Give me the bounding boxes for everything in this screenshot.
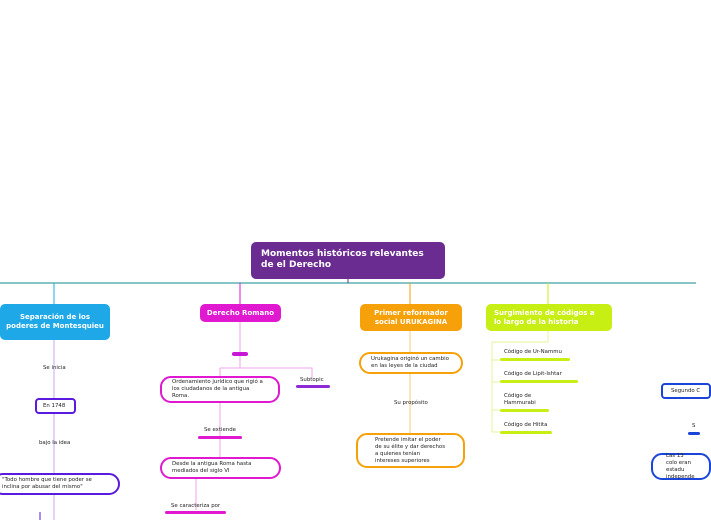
node-ordenamiento[interactable]: Ordenamiento jurídico que rigió a los ci… — [160, 376, 280, 403]
label-proposito[interactable]: Su propósito — [394, 400, 428, 406]
connector-lines — [0, 279, 696, 520]
hitita-underline — [500, 431, 552, 434]
se-extiende-underline — [198, 436, 242, 439]
node-origino[interactable]: Urukagina originó un cambio en las leyes… — [359, 352, 463, 374]
s-underline — [688, 432, 700, 435]
caracteriza-underline — [165, 511, 226, 514]
codigo-item-hitita[interactable]: Código de Hitita — [504, 422, 548, 428]
node-year[interactable]: En 1748 — [35, 398, 76, 414]
codigo-item-ur-nammu[interactable]: Código de Ur-Nammu — [504, 349, 562, 355]
node-empty-romano[interactable] — [232, 352, 248, 356]
label-se-inicia[interactable]: Se inicia — [43, 365, 66, 371]
codigo-item-hammurabi[interactable]: Código de Hammurabi — [504, 393, 536, 406]
subtopic-underline — [296, 385, 330, 388]
topic-codigos[interactable]: Surgimiento de códigos a lo largo de la … — [486, 304, 612, 331]
node-quote[interactable]: "Todo hombre que tiene poder se inclina … — [0, 473, 120, 495]
node-segundo[interactable]: Segundo C — [661, 383, 711, 399]
hammurabi-underline — [500, 409, 549, 412]
node-pretende[interactable]: Pretende imitar el poder de su élite y d… — [356, 433, 465, 468]
label-subtopic[interactable]: Subtopic — [300, 377, 324, 383]
label-bajo-la-idea[interactable]: bajo la idea — [39, 440, 71, 446]
topic-montesquieu[interactable]: Separación de los poderes de Montesquieu — [0, 304, 110, 340]
codigo-item-lipit-ishtar[interactable]: Código de Lipit-Ishtar — [504, 371, 562, 377]
label-se-caracteriza[interactable]: Se caracteriza por — [171, 503, 221, 509]
topic-urukagina[interactable]: Primer reformador social URUKAGINA — [360, 304, 462, 331]
label-se-extiende[interactable]: Se extiende — [204, 427, 236, 433]
ur-nammu-underline — [500, 358, 570, 361]
label-s[interactable]: S — [692, 423, 696, 429]
node-desde[interactable]: Desde la antigua Roma hasta mediados del… — [160, 457, 281, 479]
central-topic[interactable]: Momentos históricos relevantes de el Der… — [251, 242, 445, 279]
topic-derecho-romano[interactable]: Derecho Romano — [200, 304, 281, 322]
node-colonias[interactable]: Las 13 colo eran estadu independe — [651, 453, 711, 480]
lipit-ishtar-underline — [500, 380, 578, 383]
